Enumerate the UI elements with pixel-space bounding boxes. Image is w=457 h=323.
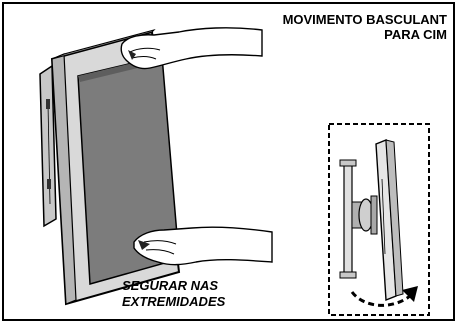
tilt-label-line2: PARA CIM bbox=[384, 27, 447, 42]
tilt-label-line1: MOVIMENTO BASCULANT bbox=[282, 12, 447, 27]
monitor-illustration bbox=[39, 27, 430, 316]
monitor-stand bbox=[39, 64, 57, 228]
bottom-hand-icon bbox=[133, 226, 273, 266]
diagram-frame: MOVIMENTO BASCULANT PARA CIM SEGURAR NAS… bbox=[2, 2, 455, 321]
grip-label: SEGURAR NAS EXTREMIDADES bbox=[122, 278, 225, 310]
tilt-label: MOVIMENTO BASCULANT PARA CIM bbox=[283, 12, 447, 42]
side-view-monitor bbox=[339, 138, 404, 302]
top-hand-icon bbox=[120, 27, 263, 70]
grip-label-line2: EXTREMIDADES bbox=[122, 294, 226, 309]
grip-label-line1: SEGURAR NAS bbox=[122, 278, 219, 293]
curved-dashed-arrow-icon bbox=[350, 286, 418, 307]
